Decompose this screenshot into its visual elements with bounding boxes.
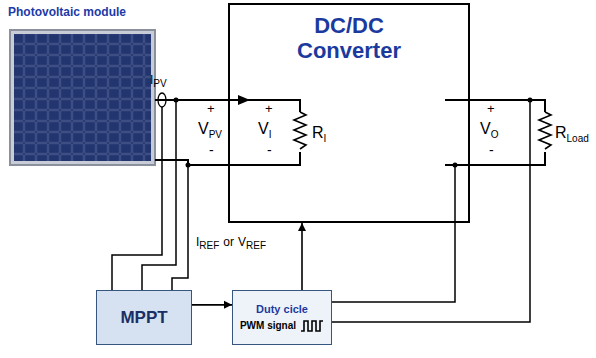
signal-text: or (223, 235, 234, 249)
arrowhead (298, 223, 306, 231)
polarity-sign: + (265, 101, 273, 116)
polarity-sign: + (487, 101, 495, 116)
polarity-sign: - (489, 142, 494, 158)
label-group: + (207, 102, 215, 116)
signal-name: V (198, 120, 209, 137)
subscript: O (491, 129, 499, 140)
node-title: DC/DC Converter (284, 13, 414, 64)
subscript: REF (246, 240, 266, 251)
wires (112, 100, 551, 322)
subscript: REF (199, 240, 219, 251)
label-group: RLoad (555, 124, 589, 144)
signal-name: V (238, 235, 246, 249)
subscript: PV (209, 129, 222, 140)
label-group: - (209, 143, 214, 158)
label-group: IREForVREF (196, 236, 266, 251)
duty-cycle-box: Duty ciclePWM signal (232, 290, 332, 345)
polarity-sign: - (267, 142, 272, 158)
label-group: + (487, 102, 495, 116)
converter-box: DC/DC Converter (228, 3, 470, 223)
polarity-sign: - (209, 142, 214, 158)
subscript: I (269, 129, 272, 140)
label-group: + (265, 102, 273, 116)
signal-arrow (192, 301, 232, 309)
label-group: VPV (198, 120, 222, 140)
label-group: VO (480, 120, 498, 140)
pv-panel (10, 30, 155, 165)
label-group: Photovoltaic module (8, 6, 126, 19)
signal-arrow (298, 223, 306, 290)
pwm-symbol (300, 319, 324, 333)
signal-name: V (480, 120, 491, 137)
polarity-sign: + (207, 101, 215, 116)
current-sensor (158, 93, 166, 107)
arrowhead (224, 301, 232, 309)
label-group: RI (312, 124, 326, 144)
pwm-row: PWM signal (240, 319, 324, 333)
subscript: I (324, 133, 327, 144)
arrowhead (238, 95, 250, 105)
node-title: MPPT (120, 308, 167, 328)
signal-name: R (312, 124, 324, 141)
signal-name: I (196, 235, 199, 249)
signal-name: I (150, 73, 153, 87)
subscript: PV (153, 78, 166, 89)
label-group: - (267, 143, 272, 158)
mppt-box: MPPT (96, 290, 192, 345)
label-group: VI (258, 120, 271, 140)
label-group: - (489, 143, 494, 158)
subscript: Load (567, 133, 589, 144)
node-title: Duty cicle (256, 303, 308, 315)
node-subtext: PWM signal (240, 320, 296, 331)
module-label: Photovoltaic module (8, 5, 126, 19)
signal-name: V (258, 120, 269, 137)
label-group: IPV (150, 74, 167, 89)
signal-name: R (555, 124, 567, 141)
